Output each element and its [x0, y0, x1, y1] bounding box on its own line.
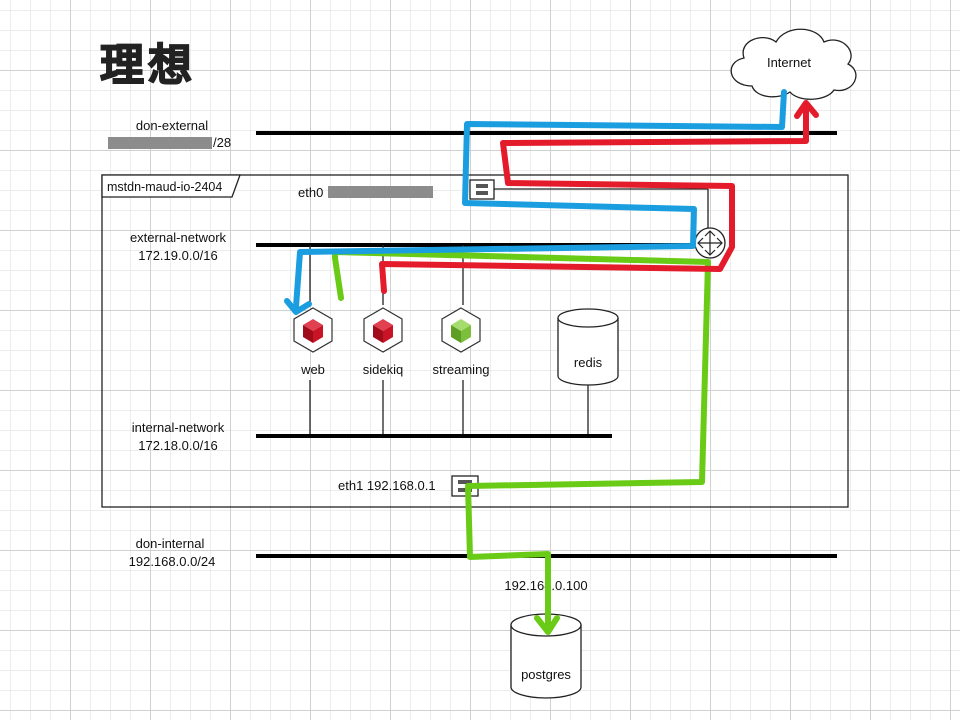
host-tab [101, 174, 241, 198]
blue-flow-internet-to-web [293, 89, 787, 310]
external-network-name: external-network [130, 230, 227, 245]
eth0-label: eth0 [298, 185, 323, 200]
eth1-interface: eth1 192.168.0.1 [338, 475, 479, 497]
red-flow-arrowhead [794, 100, 819, 119]
eth0-interface: eth0 [298, 179, 709, 228]
internet-cloud: Internet [730, 28, 857, 100]
host-border [101, 174, 849, 508]
host-name: mstdn-maud-io-2404 [107, 180, 222, 194]
container-web-label: web [300, 362, 325, 377]
internal-network-cidr: 172.18.0.0/16 [138, 438, 218, 453]
green-flow-web-to-postgres [332, 249, 711, 631]
green-flow-arrowhead [534, 615, 560, 635]
container-streaming-label: streaming [432, 362, 489, 377]
cloud-shape [730, 28, 857, 100]
redis-label: redis [574, 355, 603, 370]
internal-network: internal-network 172.18.0.0/16 [132, 420, 612, 453]
eth1-label: eth1 192.168.0.1 [338, 478, 436, 493]
diagram-title: 理想 [100, 40, 196, 91]
redacted-eth0-ip [328, 186, 433, 198]
don-external-name: don-external [136, 118, 208, 133]
redis-database-icon: redis [557, 308, 619, 386]
router-icon [694, 227, 726, 259]
red-flow-sidekiq-to-internet [379, 105, 809, 294]
host-box: mstdn-maud-io-2404 [101, 174, 849, 508]
internal-network-name: internal-network [132, 420, 225, 435]
don-internal-name: don-internal [136, 536, 205, 551]
external-network-cidr: 172.19.0.0/16 [138, 248, 218, 263]
container-web: web [293, 307, 333, 377]
postgres-label: postgres [521, 667, 571, 682]
redacted-ip-block [108, 137, 212, 149]
container-streaming: streaming [432, 307, 490, 377]
don-internal-cidr: 192.168.0.0/24 [129, 554, 216, 569]
traffic-flows [284, 89, 819, 635]
internet-label: Internet [767, 55, 811, 70]
postgres-database-icon: 192.168.0.100 postgres [504, 578, 588, 699]
container-sidekiq-label: sidekiq [363, 362, 403, 377]
don-external-cidr: /28 [213, 135, 231, 150]
don-internal-network: don-internal 192.168.0.0/24 [129, 536, 837, 569]
container-sidekiq: sidekiq [363, 307, 403, 377]
blue-flow-arrowhead [284, 298, 312, 315]
eth0-nic-icon [469, 179, 495, 200]
don-external-network: don-external /28 [108, 118, 837, 150]
